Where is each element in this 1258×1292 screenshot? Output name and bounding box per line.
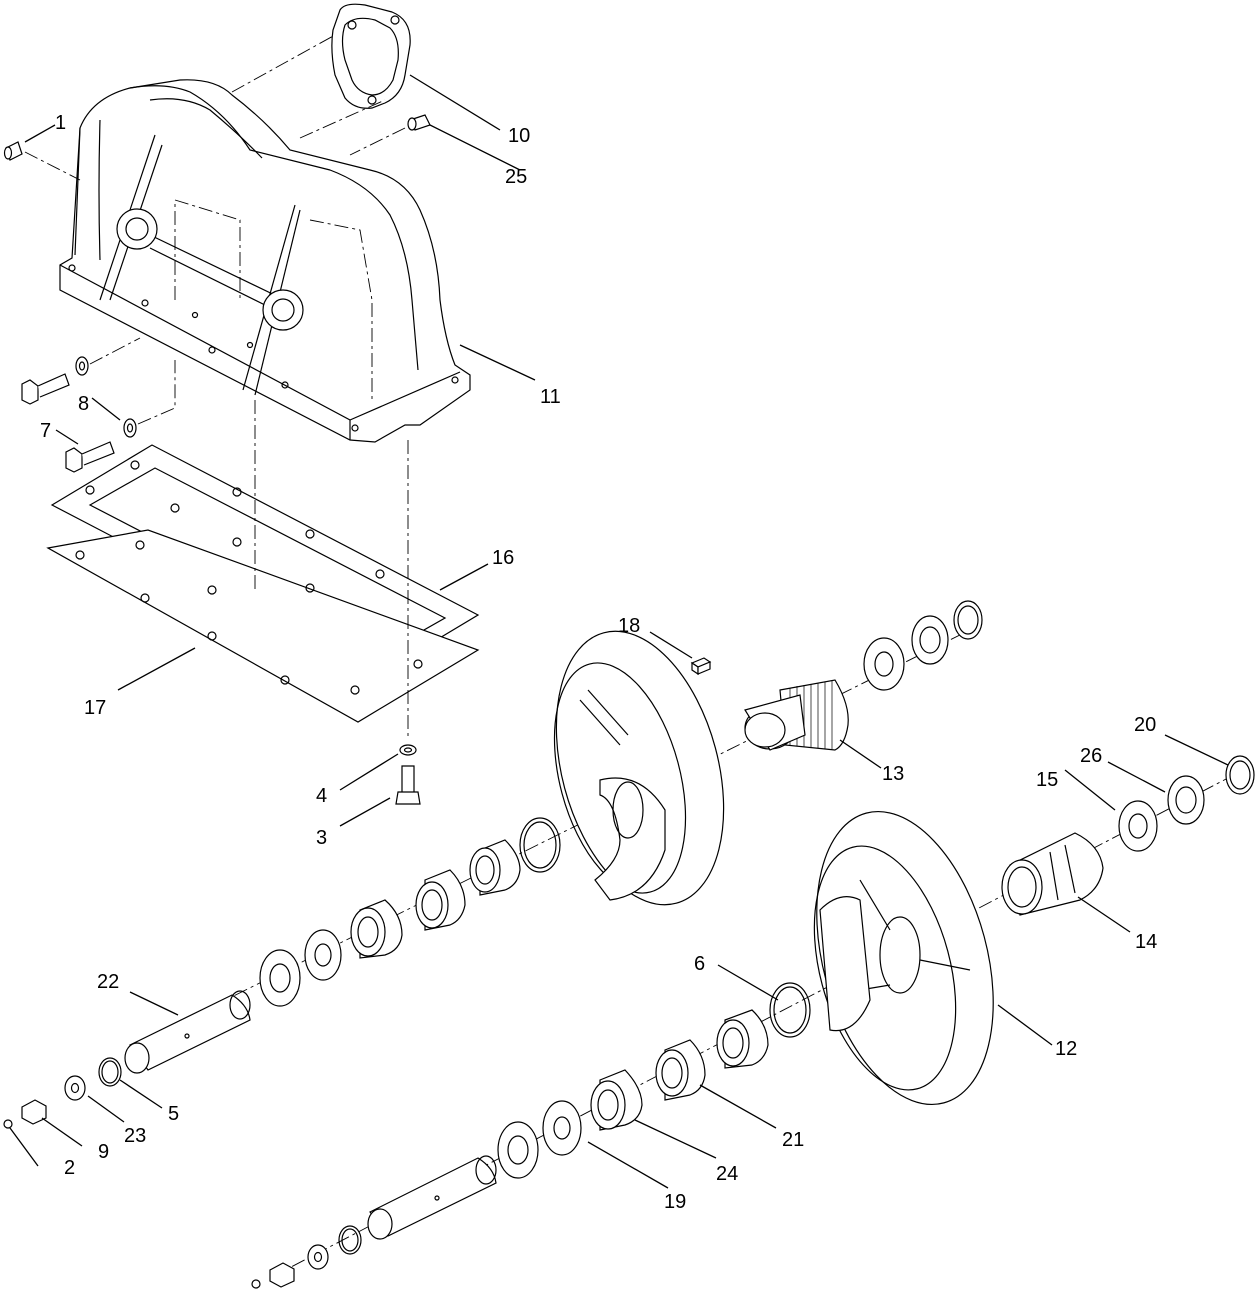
callout-11: 11 <box>540 386 561 408</box>
callout-19: 19 <box>664 1191 686 1213</box>
cover-bolt-upper <box>21 337 141 405</box>
lower-hub-bushing <box>1001 832 1104 916</box>
callout-6: 6 <box>694 953 705 975</box>
callout-21: 21 <box>782 1129 804 1151</box>
callout-22: 22 <box>97 971 119 993</box>
callout-25: 25 <box>505 166 527 188</box>
callout-8: 8 <box>78 393 89 415</box>
callout-15: 15 <box>1036 769 1058 791</box>
gasket-17 <box>46 529 480 723</box>
vent-plug <box>349 114 431 156</box>
pinion-gear <box>744 679 849 751</box>
callout-17: 17 <box>84 697 106 719</box>
lower-shaft <box>367 1155 497 1240</box>
plug-fitting <box>3 141 81 181</box>
cover-bolt-lower <box>65 360 176 473</box>
lower-bushing <box>655 1039 706 1101</box>
upper-shaft-end-hardware <box>3 1057 122 1129</box>
callout-12: 12 <box>1055 1038 1077 1060</box>
callout-26: 26 <box>1080 745 1102 767</box>
callout-10: 10 <box>508 125 530 147</box>
callout-7: 7 <box>40 420 51 442</box>
callout-2: 2 <box>64 1157 75 1179</box>
callout-16: 16 <box>492 547 514 569</box>
upper-needle-bearing-1 <box>469 839 521 896</box>
inspection-cover-gasket <box>231 3 411 139</box>
callout-3: 3 <box>316 827 327 849</box>
callout-labels: 1 2 3 4 5 6 7 8 9 10 11 12 13 14 15 16 1… <box>40 112 1157 1213</box>
upper-shaft <box>124 990 251 1074</box>
upper-thrust-washers <box>259 929 342 1007</box>
drain-bolt <box>395 744 421 805</box>
lower-snap-ring <box>769 982 811 1038</box>
lower-spacer-washers <box>1118 755 1255 852</box>
callout-18: 18 <box>618 615 640 637</box>
callout-9: 9 <box>98 1141 109 1163</box>
upper-bushing <box>415 869 466 931</box>
callout-20: 20 <box>1134 714 1156 736</box>
callout-1: 1 <box>55 112 66 134</box>
lower-needle-bearing-2 <box>590 1069 643 1131</box>
callout-4: 4 <box>316 785 327 807</box>
upper-wheel <box>553 630 725 906</box>
gear-housing-cover <box>59 79 471 443</box>
upper-needle-bearing-2 <box>350 899 403 959</box>
callout-13: 13 <box>882 763 904 785</box>
callout-14: 14 <box>1135 931 1157 953</box>
key <box>690 657 712 676</box>
callout-5: 5 <box>168 1103 179 1125</box>
upper-snap-ring <box>519 817 561 873</box>
callout-24: 24 <box>716 1163 738 1185</box>
lower-thrust-washers <box>497 1100 582 1179</box>
lower-wheel <box>813 810 994 1106</box>
upper-spacer-washers <box>863 600 983 691</box>
lower-needle-bearing-1 <box>716 1009 769 1069</box>
leader-lines <box>9 74 1229 1189</box>
lower-shaft-end-hardware <box>251 1225 362 1289</box>
callout-23: 23 <box>124 1125 146 1147</box>
